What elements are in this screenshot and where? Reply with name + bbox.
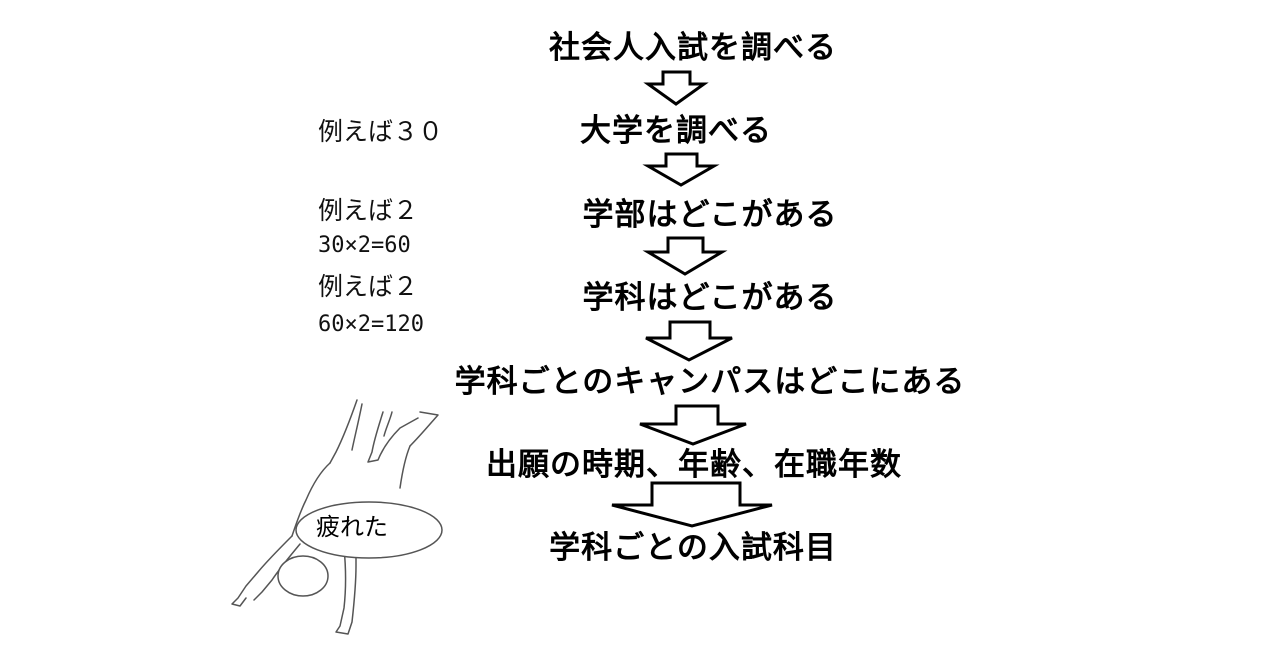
flow-arrow-4 [645, 320, 733, 362]
flow-step-6: 出願の時期、年齢、在職年数 [486, 447, 902, 483]
note-example-2-a: 例えば２ [318, 196, 419, 225]
flow-arrow-5 [639, 404, 747, 446]
note-calc-120: 60×2=120 [318, 312, 424, 337]
flow-arrow-1 [643, 70, 709, 106]
flow-step-5: 学科ごとのキャンパスはどこにある [454, 364, 966, 400]
note-example-2-b: 例えば２ [318, 272, 419, 301]
figure-head [277, 555, 329, 597]
speech-bubble [295, 501, 443, 559]
flow-arrow-2 [642, 152, 720, 187]
flow-step-3: 学部はどこがある [582, 197, 838, 233]
note-example-30: 例えば３０ [318, 117, 444, 146]
note-calc-60: 30×2=60 [318, 233, 411, 258]
flow-arrow-6 [611, 481, 773, 528]
flow-arrow-3 [642, 236, 728, 276]
flow-step-7: 学科ごとの入試科目 [549, 530, 837, 566]
flow-step-1: 社会人入試を調べる [549, 30, 837, 66]
speech-bubble-text: 疲れた [316, 513, 388, 541]
flow-step-4: 学科はどこがある [582, 280, 838, 316]
flow-step-2: 大学を調べる [580, 113, 772, 149]
